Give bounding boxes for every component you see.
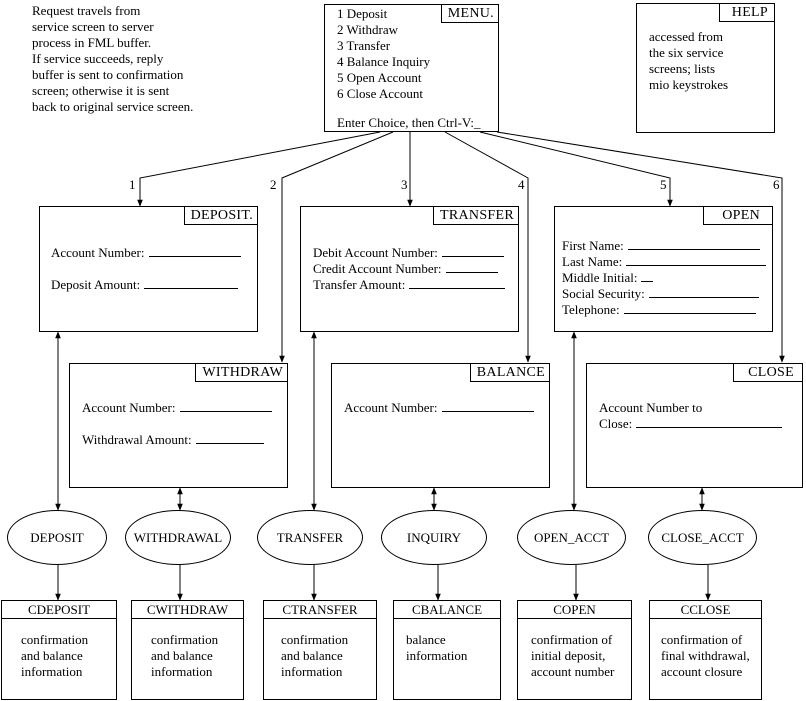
menu-screen: MENU. 1 Deposit 2 Withdraw 3 Transfer 4 … [324,4,499,132]
debit-account-number-field[interactable]: Debit Account Number: [313,245,504,261]
help-line: the six service [649,45,724,60]
note-line: service screen to server [32,19,154,34]
inquiry-service: INQUIRY [381,510,487,565]
transfer-amount-field[interactable]: Transfer Amount: [313,277,505,293]
open-screen: OPEN First Name: Last Name: Middle Initi… [554,206,773,332]
withdraw-screen: WITHDRAW Account Number: Withdrawal Amou… [69,363,288,488]
withdrawal-service: WITHDRAWAL [125,510,231,565]
menu-item-deposit[interactable]: 1 Deposit [337,6,388,21]
confirmation-line: and balance [281,648,343,663]
social-security-field[interactable]: Social Security: [562,286,759,302]
route-2-arrow [279,131,394,363]
menu-item-open-account[interactable]: 5 Open Account [337,70,422,85]
open-screen-title: OPEN [703,206,773,225]
deposit-screen: DEPOSIT. Account Number: Deposit Amount: [39,206,258,332]
note-line: If service succeeds, reply [32,51,164,66]
deposit-service: DEPOSIT [7,510,107,565]
first-name-field[interactable]: First Name: [562,238,760,254]
menu-item-transfer[interactable]: 3 Transfer [337,38,391,53]
cwithdraw-screen: CWITHDRAW confirmation and balance infor… [131,600,244,700]
account-number-field[interactable]: Account Number: [344,400,534,416]
note-line: process in FML buffer. [32,35,152,50]
middle-initial-field[interactable]: Middle Initial: [562,270,653,286]
help-line: screens; lists [649,61,716,76]
close-acct-service: CLOSE_ACCT [648,510,757,565]
route-4-arrow [444,131,531,363]
route-label-1: 1 [129,177,136,192]
confirmation-line: account closure [661,664,743,679]
note-line: screen; otherwise it is sent [32,83,170,98]
cdeposit-title: CDEPOSIT [2,601,116,619]
copen-screen: COPEN confirmation of initial deposit, a… [517,600,632,700]
balance-screen-title: BALANCE [469,363,550,382]
telephone-field[interactable]: Telephone: [562,302,756,318]
menu-item-withdraw[interactable]: 2 Withdraw [337,22,398,37]
confirmation-line: final withdrawal, [661,648,750,663]
confirmation-line: information [151,664,213,679]
confirmation-line: confirmation [281,632,349,647]
confirmation-line: confirmation [151,632,219,647]
menu-prompt[interactable]: Enter Choice, then Ctrl-V:_ [337,115,481,130]
copen-title: COPEN [518,601,631,619]
ctransfer-screen: CTRANSFER confirmation and balance infor… [263,600,377,700]
menu-item-balance-inquiry[interactable]: 4 Balance Inquiry [337,54,431,69]
confirmation-line: and balance [21,648,83,663]
withdrawal-amount-field[interactable]: Withdrawal Amount: [82,432,264,448]
menu-items: 1 Deposit 2 Withdraw 3 Transfer 4 Balanc… [337,6,430,102]
withdraw-screen-title: WITHDRAW [195,363,288,382]
transfer-service: TRANSFER [257,510,363,565]
transfer-screen-title: TRANSFER [433,206,519,225]
cdeposit-screen: CDEPOSIT confirmation and balance inform… [1,600,117,700]
confirmation-line: balance [406,632,446,647]
confirmation-line: and balance [151,648,213,663]
note-line: Request travels from [32,3,141,18]
confirmation-line: information [406,648,468,663]
confirmation-line: information [281,664,343,679]
open-acct-service: OPEN_ACCT [517,510,626,565]
note-line: buffer is sent to confirmation [32,67,184,82]
route-label-2: 2 [270,177,277,192]
route-label-3: 3 [401,177,408,192]
account-number-to-label: Account Number to [599,400,703,415]
deposit-amount-field[interactable]: Deposit Amount: [51,277,238,293]
cclose-screen: CCLOSE confirmation of final withdrawal,… [649,600,762,700]
help-title: HELP [718,3,775,22]
confirmation-line: confirmation of [661,632,743,647]
menu-title: MENU. [440,4,499,23]
route-5-arrow [479,131,673,207]
balance-screen: BALANCE Account Number: [331,363,550,488]
last-name-field[interactable]: Last Name: [562,254,766,270]
confirmation-line: confirmation of [531,632,613,647]
route-1-arrow [137,131,381,207]
close-screen: CLOSE Account Number to Close: [586,363,803,488]
help-line: accessed from [649,29,723,44]
help-description: accessed from the six service screens; l… [649,29,728,93]
route-label-4: 4 [518,177,525,192]
route-label-6: 6 [773,177,780,192]
transfer-screen: TRANSFER Debit Account Number: Credit Ac… [300,206,519,332]
account-number-field[interactable]: Account Number: [82,400,272,416]
cclose-title: CCLOSE [650,601,761,619]
confirmation-line: initial deposit, [531,648,606,663]
confirmation-line: confirmation [21,632,89,647]
confirmation-line: account number [531,664,615,679]
cbalance-title: CBALANCE [394,601,500,619]
close-screen-title: CLOSE [733,363,803,382]
menu-item-close-account[interactable]: 6 Close Account [337,86,423,101]
cbalance-screen: CBALANCE balance information [393,600,501,700]
credit-account-number-field[interactable]: Credit Account Number: [313,261,498,277]
explanatory-note: Request travels from service screen to s… [32,3,193,115]
help-line: mio keystrokes [649,77,729,92]
note-line: back to original service screen. [32,99,194,114]
route-6-arrow [496,131,785,363]
help-screen: HELP accessed from the six service scree… [636,3,775,133]
ctransfer-title: CTRANSFER [264,601,376,619]
account-number-field[interactable]: Account Number: [51,245,241,261]
confirmation-line: information [21,664,83,679]
route-label-5: 5 [660,177,667,192]
close-account-field[interactable]: Close: [599,416,782,432]
cwithdraw-title: CWITHDRAW [132,601,243,619]
deposit-screen-title: DEPOSIT. [183,206,258,225]
